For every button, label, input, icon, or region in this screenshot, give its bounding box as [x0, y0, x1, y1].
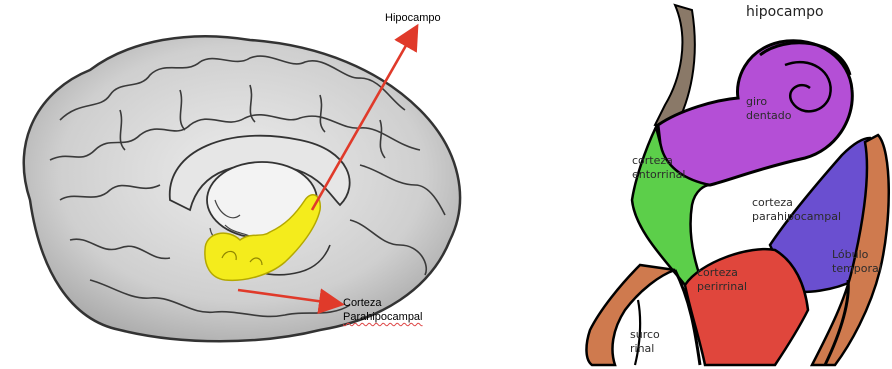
- label-parahipocampal: Parahipocampal: [343, 311, 423, 324]
- label-perirrinal-1: corteza: [697, 266, 738, 279]
- label-hipocampo: Hipocampo: [385, 12, 441, 25]
- label-entorrinal-2: entorrinal: [632, 168, 685, 181]
- label-parahipo-2: parahipocampal: [752, 210, 841, 223]
- label-giro: giro: [746, 95, 767, 108]
- label-parahipo-1: corteza: [752, 196, 793, 209]
- mtl-drawing: [580, 0, 892, 369]
- label-rinal: rinal: [630, 342, 654, 355]
- label-dentado: dentado: [746, 109, 792, 122]
- label-entorrinal-1: corteza: [632, 154, 673, 167]
- label-hipocampo-title: hipocampo: [746, 6, 824, 19]
- brain-sagittal-figure: Hipocampo Corteza Parahipocampal: [0, 0, 470, 369]
- label-perirrinal-2: perirrinal: [697, 280, 747, 293]
- label-corteza: Corteza: [343, 297, 382, 310]
- label-temporal: temporal: [832, 262, 882, 275]
- medial-temporal-figure: hipocampo giro dentado corteza entorrina…: [580, 0, 892, 369]
- label-surco: surco: [630, 328, 660, 341]
- label-lobulo: Lóbulo: [832, 248, 868, 261]
